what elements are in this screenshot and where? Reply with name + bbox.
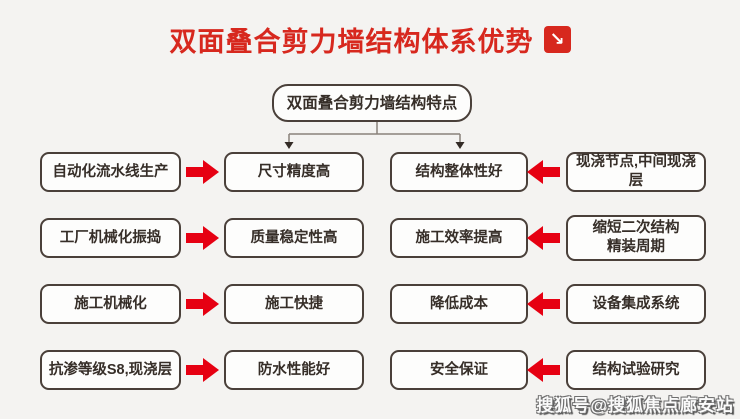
arrow-left-icon <box>527 226 560 250</box>
arrow-right-icon <box>186 292 219 316</box>
result-box: 质量稳定性高 <box>224 218 364 258</box>
result-box: 施工效率提高 <box>390 218 528 258</box>
result-box: 结构整体性好 <box>390 152 528 192</box>
arrow-down-right-icon: ↘ <box>543 26 571 53</box>
arrow-left-icon <box>527 160 560 184</box>
cause-box: 抗渗等级S8,现浇层 <box>40 350 181 390</box>
cause-box: 结构试验研究 <box>566 350 706 390</box>
title-row: 双面叠合剪力墙结构体系优势 ↘ <box>0 20 740 59</box>
result-box: 安全保证 <box>390 350 528 390</box>
cause-box: 自动化流水线生产 <box>40 152 181 192</box>
cause-box: 缩短二次结构 精装周期 <box>566 215 706 261</box>
cause-box: 现浇节点,中间现浇层 <box>566 152 706 192</box>
page-title: 双面叠合剪力墙结构体系优势 <box>169 27 534 57</box>
arrow-left-icon <box>527 292 560 316</box>
arrow-right-icon <box>186 358 219 382</box>
result-box: 尺寸精度高 <box>224 152 364 192</box>
arrow-left-icon <box>527 358 560 382</box>
arrow-right-icon <box>186 160 219 184</box>
result-box: 降低成本 <box>390 284 528 324</box>
watermark: 搜狐号@搜狐焦点廊安站 <box>536 396 734 415</box>
root-node-box: 双面叠合剪力墙结构特点 <box>272 84 472 122</box>
result-box: 防水性能好 <box>224 350 364 390</box>
cause-box: 设备集成系统 <box>566 284 706 324</box>
cause-box: 工厂机械化振捣 <box>40 218 181 258</box>
arrow-right-icon <box>186 226 219 250</box>
result-box: 施工快捷 <box>224 284 364 324</box>
cause-box: 施工机械化 <box>40 284 181 324</box>
